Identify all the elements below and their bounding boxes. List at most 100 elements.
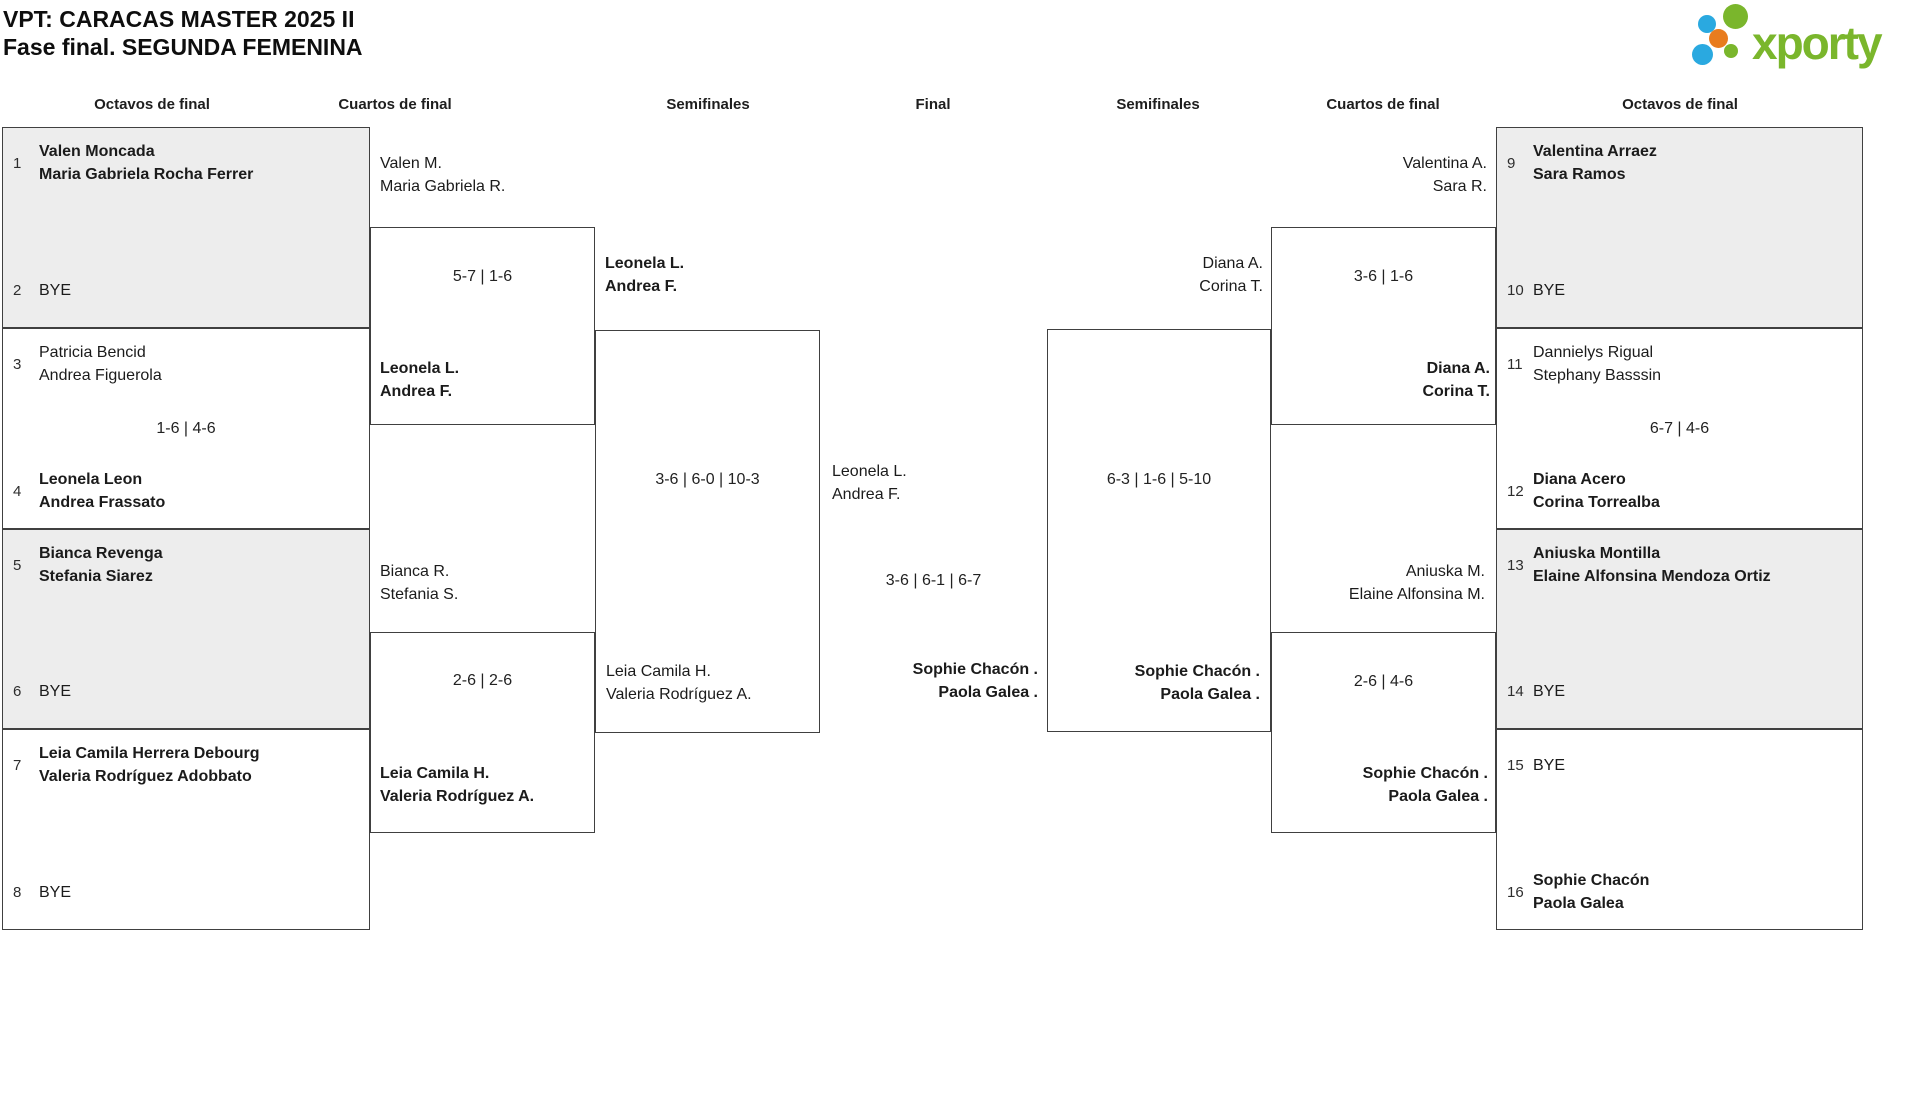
team-row: 13 Aniuska Montilla Elaine Alfonsina Men…: [1507, 542, 1856, 588]
player-name: Corina Torrealba: [1533, 494, 1660, 511]
match-box-r16-r3: 13 Aniuska Montilla Elaine Alfonsina Men…: [1496, 529, 1863, 729]
match-box-qf-r2: [1271, 632, 1496, 833]
player-name: Valentina Arraez: [1533, 143, 1657, 160]
player-name: Andrea Frassato: [39, 494, 166, 511]
score-qf-l1: 5-7 | 1-6: [452, 268, 513, 285]
player-name: Maria Gabriela Rocha Ferrer: [39, 166, 254, 183]
team-row: 8 BYE: [13, 869, 363, 915]
team-row: 7 Leia Camila Herrera Debourg Valeria Ro…: [13, 742, 363, 788]
round-header-final: Final: [915, 96, 951, 113]
team-qf-r1-bottom: Diana A. Corina T.: [1271, 357, 1490, 403]
team-qf-r2-top: Aniuska M. Elaine Alfonsina M.: [1271, 560, 1485, 606]
team-sf-r-bottom: Sophie Chacón . Paola Galea .: [1047, 660, 1260, 706]
seed-number: 5: [13, 556, 22, 574]
player-name: Andrea Figuerola: [39, 367, 162, 384]
team-names: Valentina Arraez Sara Ramos: [1533, 140, 1657, 186]
team-names: Sophie Chacón Paola Galea: [1533, 869, 1649, 915]
seed-number: 13: [1507, 556, 1524, 574]
team-qf-l1-bottom: Leonela L. Andrea F.: [380, 357, 459, 403]
team-row: 5 Bianca Revenga Stefania Siarez: [13, 542, 363, 588]
player-name: Leonela L.: [605, 255, 685, 272]
seed-number: 14: [1507, 682, 1524, 700]
team-names: Valen Moncada Maria Gabriela Rocha Ferre…: [39, 140, 253, 186]
player-name: Paola Galea .: [1160, 686, 1260, 703]
round-header-semis-right: Semifinales: [1116, 96, 1200, 113]
seed-number: 16: [1507, 883, 1524, 901]
seed-number: 3: [13, 355, 22, 373]
player-name: Leia Camila H.: [380, 765, 490, 782]
player-name: Elaine Alfonsina M.: [1348, 586, 1485, 603]
team-names: BYE: [39, 279, 71, 302]
logo-dot: [1709, 29, 1728, 48]
player-name: Stephany Basssin: [1533, 367, 1662, 384]
score-qf-r2: 2-6 | 4-6: [1353, 673, 1414, 690]
score-qf-r1: 3-6 | 1-6: [1353, 268, 1414, 285]
player-name: Corina T.: [1199, 278, 1263, 295]
player-name: Leonela Leon: [39, 471, 143, 488]
player-name: Aniuska Montilla: [1533, 545, 1661, 562]
player-name: BYE: [39, 682, 72, 700]
match-box-qf-l1: [370, 227, 595, 425]
player-name: Stefania Siarez: [39, 568, 153, 585]
player-name: Sophie Chacón .: [912, 661, 1038, 678]
team-names: Patricia Bencid Andrea Figuerola: [39, 341, 162, 387]
player-name: Valen Moncada: [39, 143, 155, 160]
player-name: Valeria Rodríguez Adobbato: [39, 768, 252, 785]
match-box-sf-r: [1047, 329, 1271, 732]
player-name: Patricia Bencid: [39, 344, 146, 361]
team-final-bottom: Sophie Chacón . Paola Galea .: [820, 658, 1038, 704]
team-names: BYE: [1533, 680, 1565, 703]
team-names: BYE: [1533, 754, 1565, 777]
match-box-qf-r1: [1271, 227, 1496, 425]
logo-dot: [1724, 44, 1738, 58]
seed-number: 8: [13, 883, 22, 901]
seed-number: 1: [13, 154, 22, 172]
player-name: Paola Galea: [1533, 895, 1624, 912]
phase-category: Fase final. SEGUNDA FEMENINA: [3, 34, 363, 60]
match-box-r16-l3: 5 Bianca Revenga Stefania Siarez 6 BYE: [2, 529, 370, 729]
round-header-semis-left: Semifinales: [666, 96, 750, 113]
team-row: 3 Patricia Bencid Andrea Figuerola: [13, 341, 363, 387]
team-sf-l-bottom: Leia Camila H. Valeria Rodríguez A.: [606, 660, 752, 706]
player-name: BYE: [39, 281, 72, 299]
seed-number: 7: [13, 756, 22, 774]
player-name: Elaine Alfonsina Mendoza Ortiz: [1533, 568, 1771, 585]
match-box-r16-l2: 3 Patricia Bencid Andrea Figuerola 1-6 |…: [2, 328, 370, 529]
logo-dot: [1723, 4, 1748, 29]
player-name: Sophie Chacón .: [1134, 663, 1260, 680]
team-qf-l1-top: Valen M. Maria Gabriela R.: [380, 152, 505, 198]
seed-number: 6: [13, 682, 22, 700]
logo-wordmark: xporty: [1752, 17, 1883, 69]
player-name: Diana A.: [1202, 255, 1263, 272]
logo-dot: [1692, 44, 1713, 65]
seed-number: 2: [13, 281, 22, 299]
match-box-sf-l: [595, 330, 820, 733]
round-header-cuartos-right: Cuartos de final: [1326, 96, 1440, 113]
team-names: Leia Camila Herrera Debourg Valeria Rodr…: [39, 742, 260, 788]
team-row: 14 BYE: [1507, 668, 1856, 714]
score-final: 3-6 | 6-1 | 6-7: [885, 572, 982, 589]
player-name: Andrea F.: [605, 278, 678, 295]
player-name: Bianca Revenga: [39, 545, 163, 562]
match-box-qf-l2: [370, 632, 595, 833]
player-name: Leia Camila H.: [606, 663, 711, 680]
player-name: Sara Ramos: [1533, 166, 1626, 183]
team-sf-l-top: Leonela L. Andrea F.: [605, 252, 684, 298]
player-name: BYE: [1533, 756, 1566, 774]
player-name: Sophie Chacón: [1533, 872, 1650, 889]
team-names: Diana Acero Corina Torrealba: [1533, 468, 1660, 514]
seed-number: 11: [1507, 355, 1523, 373]
player-name: Andrea F.: [832, 486, 901, 503]
seed-number: 10: [1507, 281, 1524, 299]
player-name: Paola Galea .: [938, 684, 1038, 701]
team-names: BYE: [39, 680, 71, 703]
match-box-r16-r2: 11 Dannielys Rigual Stephany Basssin 6-7…: [1496, 328, 1863, 529]
player-name: Paola Galea .: [1388, 788, 1488, 805]
team-names: BYE: [1533, 279, 1565, 302]
seed-number: 15: [1507, 756, 1524, 774]
team-names: Dannielys Rigual Stephany Basssin: [1533, 341, 1661, 387]
player-name: Stefania S.: [380, 586, 459, 603]
round-header-octavos-right: Octavos de final: [1622, 96, 1738, 113]
player-name: Valeria Rodríguez A.: [606, 686, 752, 703]
team-qf-r1-top: Valentina A. Sara R.: [1271, 152, 1487, 198]
